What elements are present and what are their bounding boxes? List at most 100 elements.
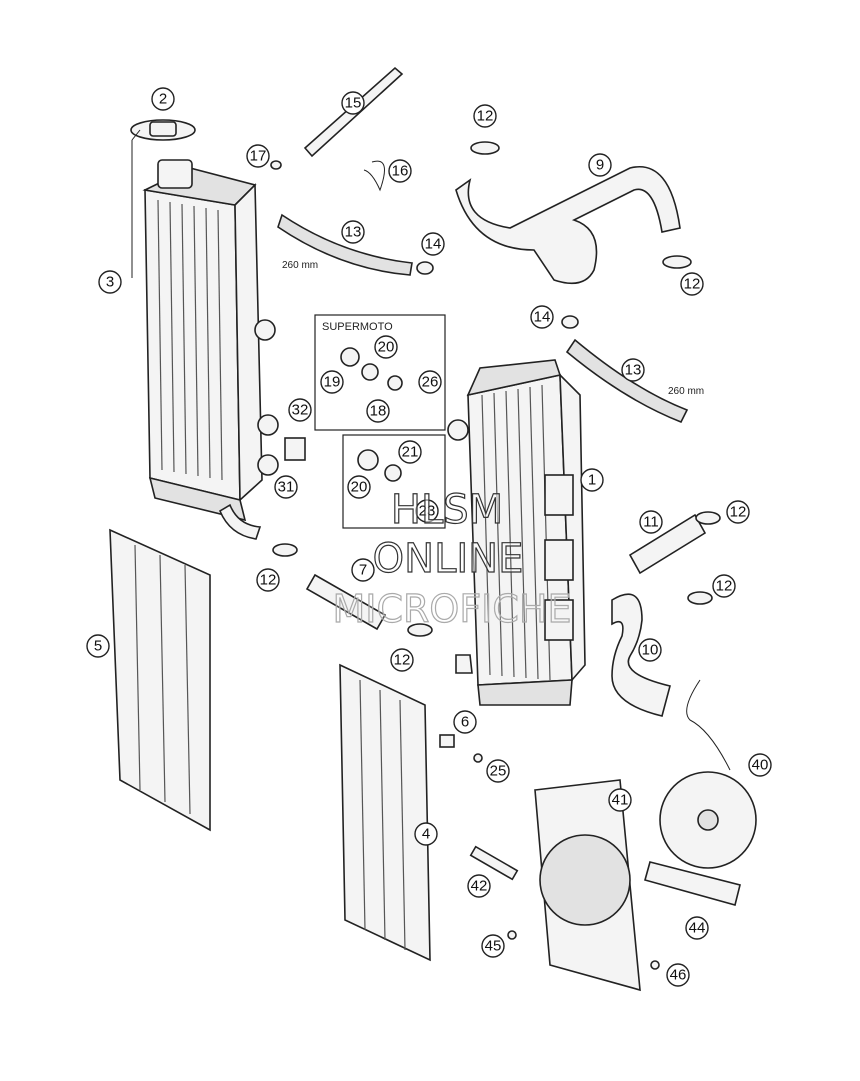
svg-text:14: 14 — [534, 309, 551, 326]
svg-text:40: 40 — [752, 757, 769, 774]
svg-text:45: 45 — [485, 938, 502, 955]
callout-c1: 1 — [580, 468, 604, 492]
svg-text:19: 19 — [324, 374, 341, 391]
fan-frame-41 — [534, 779, 641, 992]
rod-42 — [469, 845, 519, 881]
left-radiator — [142, 159, 276, 540]
callout-c13a: 13 — [341, 220, 365, 244]
callout-c12d: 12 — [712, 574, 736, 598]
svg-text:13: 13 — [625, 362, 642, 379]
callout-c46: 46 — [666, 963, 690, 987]
hose-length-note-right: 260 mm — [668, 386, 704, 397]
svg-text:14: 14 — [425, 236, 442, 253]
callout-c18: 18 — [366, 399, 390, 423]
callout-c2: 2 — [151, 87, 175, 111]
svg-text:9: 9 — [596, 157, 604, 174]
plate-44 — [644, 861, 741, 906]
svg-text:11: 11 — [643, 514, 659, 531]
callout-c11: 11 — [639, 510, 663, 534]
watermark-line3: MICROFICHE — [332, 587, 571, 631]
callout-c21: 21 — [398, 440, 422, 464]
svg-text:21: 21 — [402, 444, 419, 461]
callout-c40: 40 — [748, 753, 772, 777]
callout-c20b: 20 — [347, 475, 371, 499]
svg-text:12: 12 — [260, 572, 277, 589]
svg-text:10: 10 — [642, 642, 659, 659]
hose-13-left — [277, 213, 413, 276]
svg-text:6: 6 — [461, 714, 469, 731]
callout-c23: 23 — [415, 499, 439, 523]
right-radiator — [447, 359, 586, 706]
callout-c13b: 13 — [621, 358, 645, 382]
callout-c14b: 14 — [530, 305, 554, 329]
svg-text:13: 13 — [345, 224, 362, 241]
fan-40 — [659, 679, 757, 869]
callout-c14a: 14 — [421, 232, 445, 256]
callout-c26: 26 — [418, 370, 442, 394]
svg-text:20: 20 — [351, 479, 368, 496]
svg-text:5: 5 — [94, 638, 102, 655]
callout-c4: 4 — [414, 822, 438, 846]
svg-text:2: 2 — [159, 91, 167, 108]
svg-text:32: 32 — [292, 402, 309, 419]
svg-text:15: 15 — [345, 95, 362, 112]
callout-c5: 5 — [86, 634, 110, 658]
svg-text:31: 31 — [278, 479, 295, 496]
svg-text:44: 44 — [689, 920, 706, 937]
svg-text:42: 42 — [471, 878, 488, 895]
watermark-line2: ONLINE — [373, 536, 524, 582]
callout-c19: 19 — [320, 370, 344, 394]
svg-text:12: 12 — [716, 578, 733, 595]
hose-11 — [628, 513, 707, 575]
callout-c44: 44 — [685, 916, 709, 940]
svg-text:46: 46 — [670, 967, 687, 984]
callout-c45: 45 — [481, 934, 505, 958]
hose-10 — [611, 593, 671, 717]
callout-c32: 32 — [288, 398, 312, 422]
hose-7 — [305, 573, 387, 631]
svg-text:41: 41 — [612, 792, 629, 809]
svg-text:18: 18 — [370, 403, 387, 420]
callout-c10: 10 — [638, 638, 662, 662]
svg-text:20: 20 — [378, 339, 395, 356]
callout-c42: 42 — [467, 874, 491, 898]
svg-text:16: 16 — [392, 163, 409, 180]
callout-c7: 7 — [351, 558, 375, 582]
callout-c17: 17 — [246, 144, 270, 168]
svg-text:3: 3 — [106, 274, 114, 291]
callout-c12a: 12 — [473, 104, 497, 128]
svg-text:12: 12 — [394, 652, 411, 669]
clip-16 — [363, 160, 385, 192]
svg-text:26: 26 — [422, 374, 439, 391]
supermoto-label: SUPERMOTO — [322, 321, 393, 333]
svg-text:1: 1 — [588, 472, 596, 489]
callout-c12e: 12 — [256, 568, 280, 592]
svg-text:25: 25 — [490, 763, 507, 780]
svg-text:23: 23 — [419, 503, 436, 520]
svg-text:7: 7 — [359, 562, 367, 579]
callout-c3: 3 — [98, 270, 122, 294]
watermark-line1: HLSM — [391, 487, 503, 533]
callout-c6: 6 — [453, 710, 477, 734]
spoiler-4 — [339, 663, 431, 962]
hose-13-right — [565, 338, 689, 424]
callout-c9: 9 — [588, 153, 612, 177]
svg-text:12: 12 — [477, 108, 494, 125]
clamp-parts — [257, 141, 721, 637]
callout-c31: 31 — [274, 475, 298, 499]
svg-text:12: 12 — [730, 504, 747, 521]
spoiler-5 — [109, 528, 211, 832]
callout-c15: 15 — [341, 91, 365, 115]
callout-c41: 41 — [608, 788, 632, 812]
callout-c20a: 20 — [374, 335, 398, 359]
svg-text:12: 12 — [684, 276, 701, 293]
hose-9 — [455, 166, 681, 285]
callout-c12f: 12 — [390, 648, 414, 672]
hose-length-note-left: 260 mm — [282, 260, 318, 271]
supermoto-box — [314, 314, 446, 529]
callout-c12c: 12 — [726, 500, 750, 524]
radiator-cap — [130, 119, 196, 141]
callout-c12b: 12 — [680, 272, 704, 296]
callout-c25: 25 — [486, 759, 510, 783]
